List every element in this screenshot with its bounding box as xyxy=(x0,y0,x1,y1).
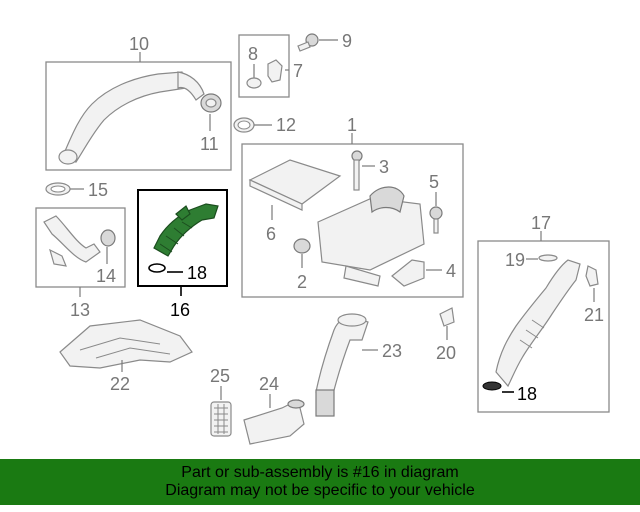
callout-24: 24 xyxy=(259,374,279,394)
frame-7 xyxy=(238,34,290,98)
banner-line-2: Diagram may not be specific to your vehi… xyxy=(165,482,475,499)
callout-13: 13 xyxy=(70,300,90,320)
frame-10 xyxy=(45,61,232,171)
shroud-22-ribs xyxy=(79,337,171,359)
group-17: 17 19 18 21 xyxy=(477,213,610,413)
group-24: 24 xyxy=(243,374,305,445)
callout-12: 12 xyxy=(276,115,296,135)
bolt-9-shank xyxy=(297,41,311,52)
duct-ribs xyxy=(519,319,545,349)
clamp-15-inner xyxy=(50,185,66,193)
callout-22: 22 xyxy=(110,374,130,394)
callout-2: 2 xyxy=(297,272,307,292)
group-25: 25 xyxy=(210,366,232,437)
callout-11: 11 xyxy=(200,134,219,154)
parts-diagram: 10 11 7 8 9 12 1 6 xyxy=(35,31,610,445)
shroud-22-part xyxy=(59,319,193,369)
group-1: 1 6 3 5 2 4 xyxy=(241,115,464,298)
callout-18a: 18 xyxy=(187,263,207,283)
callout-7: 7 xyxy=(293,61,303,81)
callout-6: 6 xyxy=(266,224,276,244)
callout-19: 19 xyxy=(505,250,525,270)
filter-6-side xyxy=(249,179,303,211)
intake-duct-part xyxy=(61,71,187,163)
callout-3: 3 xyxy=(379,157,389,177)
callout-5: 5 xyxy=(429,172,439,192)
banner-line-1: Part or sub-assembly is #16 in diagram xyxy=(181,464,459,481)
group-23: 23 xyxy=(315,313,402,417)
callout-16: 16 xyxy=(170,300,190,320)
group-13: 13 14 xyxy=(35,207,126,320)
group-16[interactable]: 16 18 xyxy=(137,189,228,320)
gasket-19-part xyxy=(538,254,558,262)
bolt-3-shank xyxy=(353,159,360,191)
group-7: 7 8 9 xyxy=(238,31,352,98)
duct-24-part xyxy=(243,399,305,445)
sensor-part xyxy=(267,59,283,83)
duct-24-mouth xyxy=(287,399,305,409)
group-12: 12 xyxy=(233,115,296,135)
callout-15: 15 xyxy=(88,180,108,200)
callout-9: 9 xyxy=(342,31,352,51)
grommet-2-part xyxy=(293,238,311,254)
callout-23: 23 xyxy=(382,341,402,361)
duct-23-mouth xyxy=(337,313,367,327)
callout-20: 20 xyxy=(436,343,456,363)
hose-16-ribs xyxy=(159,221,193,253)
callout-14: 14 xyxy=(96,266,116,286)
callout-18b: 18 xyxy=(517,384,537,404)
hose-13-bracket xyxy=(49,248,67,267)
callout-4: 4 xyxy=(446,261,456,281)
frame-17 xyxy=(477,240,610,413)
o-ring-18b-part xyxy=(482,381,502,391)
clip-20-part xyxy=(439,307,455,327)
duct-23-part xyxy=(315,316,369,399)
callout-21: 21 xyxy=(584,305,604,325)
frame-16[interactable] xyxy=(137,189,228,287)
filter-6-part xyxy=(248,159,342,205)
housing-outlet xyxy=(369,186,405,214)
callout-10: 10 xyxy=(129,34,149,54)
o-ring-8-part xyxy=(246,77,262,89)
resonator-duct-part xyxy=(495,259,581,388)
group-10: 10 11 xyxy=(45,34,232,171)
duct-23-end xyxy=(315,389,335,417)
callout-8: 8 xyxy=(248,44,258,64)
grille-25-mesh xyxy=(214,404,228,434)
info-banner: Part or sub-assembly is #16 in diagram D… xyxy=(0,459,640,505)
callout-25: 25 xyxy=(210,366,230,386)
duct-end xyxy=(58,149,78,165)
callout-1: 1 xyxy=(347,115,357,135)
clamp-12-inner xyxy=(237,120,251,130)
grommet-14-part xyxy=(100,229,116,247)
intake-hose-16-part[interactable] xyxy=(153,203,219,257)
bolt-5-shank xyxy=(433,218,439,234)
group-15: 15 xyxy=(45,180,108,200)
grille-25-part xyxy=(210,401,232,437)
grommet-11-hole xyxy=(205,98,217,108)
bracket-4-part xyxy=(391,259,425,287)
o-ring-18a-part xyxy=(148,263,166,273)
hose-13-part xyxy=(43,215,101,263)
housing-foot xyxy=(343,265,381,287)
hose-16-port xyxy=(175,205,191,221)
clip-21-part xyxy=(585,265,599,287)
group-22: 22 xyxy=(59,319,193,394)
callout-17: 17 xyxy=(531,213,551,233)
group-20: 20 xyxy=(436,307,456,363)
bolt-5-head xyxy=(429,206,443,220)
duct-elbow xyxy=(177,71,205,101)
